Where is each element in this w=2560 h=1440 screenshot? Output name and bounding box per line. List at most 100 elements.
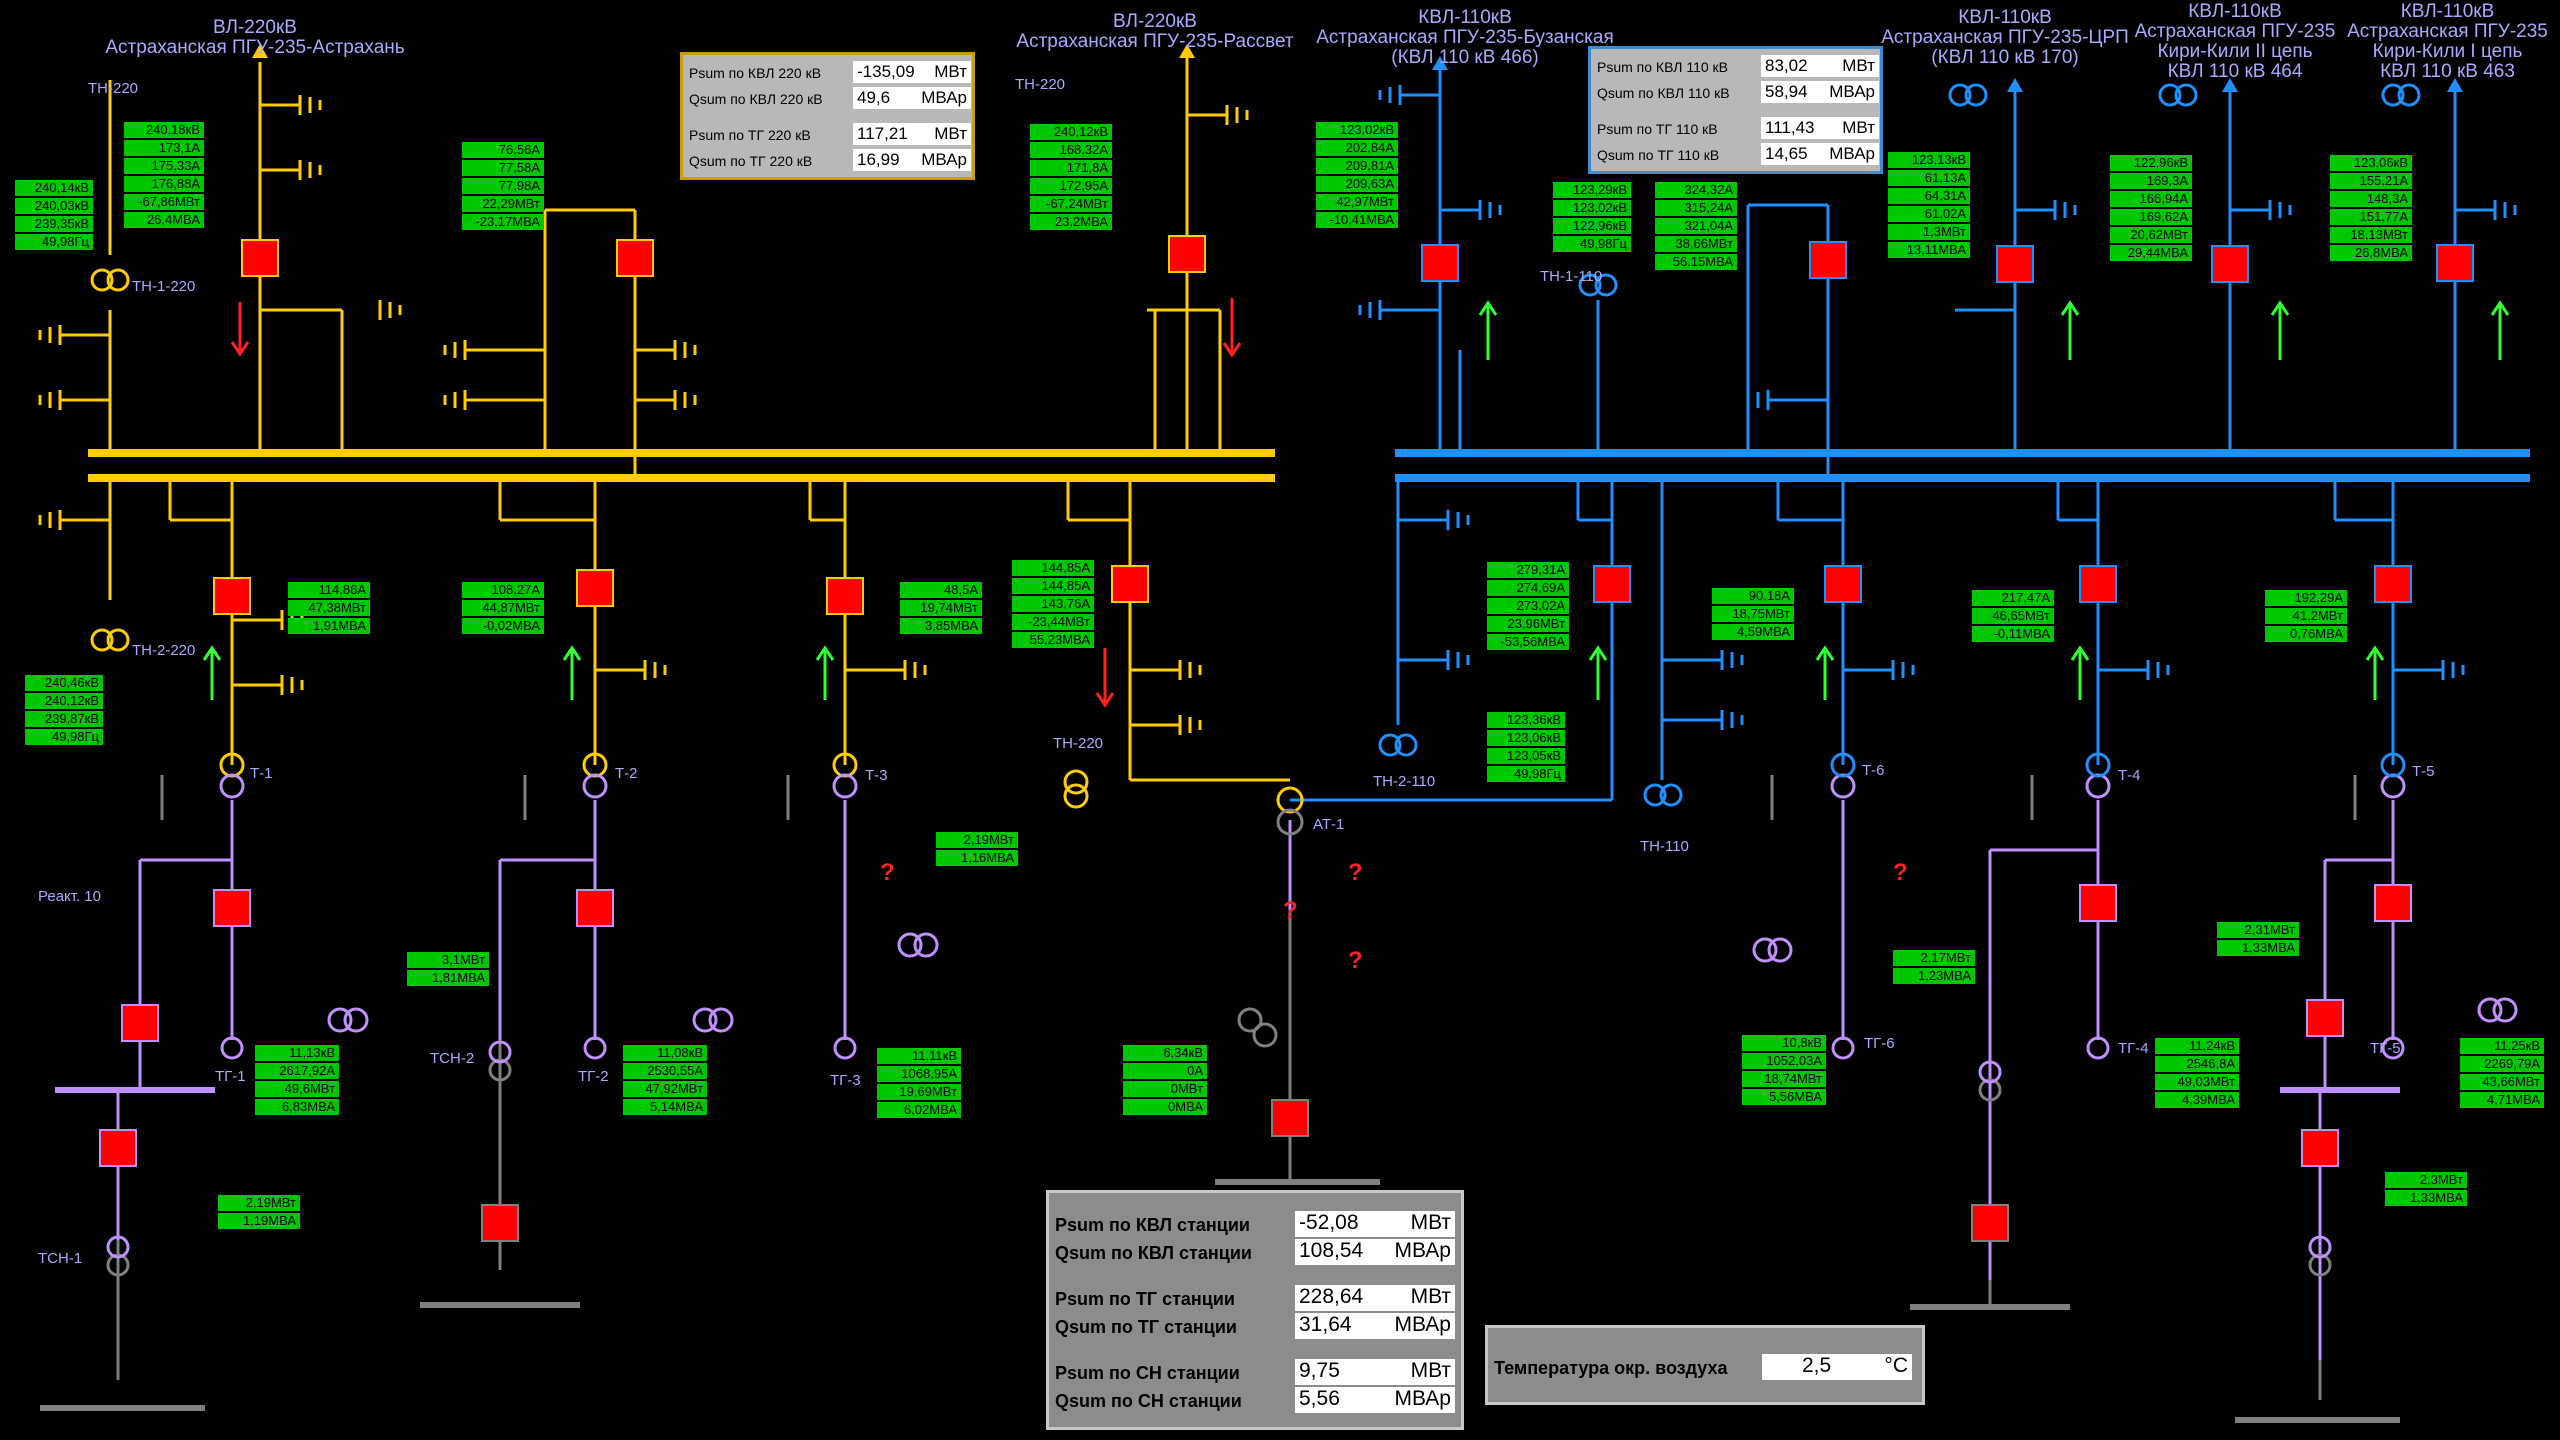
measurement-value: 49,98Гц [1553,236,1631,252]
measurement-value: 240,03кВ [15,198,93,214]
measurement-value: 315,24А [1655,200,1737,216]
measurement-value: 1,33МВА [2217,940,2299,956]
measurement-value: 42,97МВт [1316,194,1398,210]
measurement-value: 172,95А [1030,178,1112,194]
svg-text:?: ? [880,859,895,886]
measurement-value: 49,98Гц [15,234,93,250]
measurement-value: 176,88А [124,176,204,192]
measurement-value: 23,96МВт [1487,616,1569,632]
measurement-value: 1,16МВА [936,850,1018,866]
measurement-value: 0А [1123,1063,1207,1079]
measurement-value: 23,2МВА [1030,214,1112,230]
measurement-value: 279,31А [1487,562,1569,578]
label-at1: АТ-1 [1313,816,1345,833]
measurement-value: 55,23МВА [1012,632,1094,648]
label-tg5: ТГ-5 [2370,1040,2401,1057]
breakers [213,235,1206,615]
measurement-value: 29,44МВА [2110,245,2192,261]
measurement-value: 3,1МВт [407,952,489,968]
measurement-value: 2,3МВт [2385,1172,2467,1188]
measurement-value: 6,34кВ [1123,1045,1207,1061]
measurement-value: -67,24МВт [1030,196,1112,212]
measurement-value: 209,63А [1316,176,1398,192]
measurement-value: 20,62МВт [2110,227,2192,243]
title-vl220-rassvet: ВЛ-220кВ Астраханская ПГУ-235-Рассвет [1016,11,1294,52]
measurement-value: 2,19МВт [936,832,1018,848]
measurement-value: 26,4МВА [124,212,204,228]
line-ends: ? ? ? ? ? [252,44,2463,974]
title-kvl-kiri-2: КВЛ-110кВ Астраханская ПГУ-235 Кири-Кили… [2134,1,2336,82]
measurement-value: 38,66МВт [1655,236,1737,252]
measurement-value: 240,12кВ [25,693,103,709]
label-t3: Т-3 [865,767,888,784]
measurement-value: 168,32А [1030,142,1112,158]
measurement-value: 123,02кВ [1553,200,1631,216]
label-t6: Т-6 [1862,762,1885,779]
measurement-value: 175,33А [124,158,204,174]
measurement-value: 240,46кВ [25,675,103,691]
measurement-value: 123,06кВ [2330,155,2412,171]
measurement-value: 5,14МВА [623,1099,707,1115]
measurement-value: 324,32А [1655,182,1737,198]
label-t4: Т-4 [2118,767,2141,784]
measurement-value: 18,74МВт [1742,1071,1826,1087]
measurement-value: 18,75МВт [1712,606,1794,622]
measurement-value: 239,87кВ [25,711,103,727]
measurement-value: -67,86МВт [124,194,204,210]
bus-220kv [88,449,1275,482]
measurement-value: 2617,92А [255,1063,339,1079]
flow-arrows [202,298,2510,708]
title-kvl-buzanskaya: КВЛ-110кВ Астраханская ПГУ-235-Бузанская… [1316,7,1614,68]
measurement-value: 122,96кВ [1553,218,1631,234]
measurement-value: -0,11МВА [1972,626,2054,642]
measurement-value: 202,84А [1316,140,1398,156]
measurement-value: 4,39МВА [2155,1092,2239,1108]
measurement-value: 123,13кВ [1888,152,1970,168]
label-tsn2: ТСН-2 [430,1050,475,1067]
measurement-value: -10,41МВА [1316,212,1398,228]
title-kvl-kiri-1: КВЛ-110кВ Астраханская ПГУ-235 Кири-Кили… [2347,1,2548,82]
ground-ticks-110 [1358,85,2517,730]
measurement-value: 273,02А [1487,598,1569,614]
measurement-value: 2,19МВт [218,1195,300,1211]
label-th220-a: ТН-220 [88,80,139,97]
measurement-value: 6,02МВА [877,1102,961,1118]
label-tg3: ТГ-3 [830,1072,861,1089]
label-th1-220: ТН-1-220 [132,278,196,295]
measurement-value: 1,3МВт [1888,224,1970,240]
measurement-value: 26,8МВА [2330,245,2412,261]
measurement-value: 209,81А [1316,158,1398,174]
measurement-value: 46,65МВт [1972,608,2054,624]
measurement-value: 151,77А [2330,209,2412,225]
label-t1: Т-1 [250,765,273,782]
label-th1-110: ТН-1-110 [1540,268,1603,285]
title-vl220-astrakhan: ВЛ-220кВ Астраханская ПГУ-235-Астрахань [105,17,405,58]
label-th2-220: ТН-2-220 [132,642,196,659]
measurement-value: 144,85А [1012,560,1094,576]
measurement-value: 64,31А [1888,188,1970,204]
measurement-value: 123,05кВ [1487,748,1565,764]
measurement-value: -53,56МВА [1487,634,1569,650]
measurement-value: -23,44МВт [1012,614,1094,630]
measurement-value: 3,85МВА [900,618,982,634]
measurement-value: 173,1А [124,140,204,156]
measurement-value: 166,94А [2110,191,2192,207]
measurement-value: 144,85А [1012,578,1094,594]
measurement-value: 274,69А [1487,580,1569,596]
feeders-110 [1290,65,2457,802]
